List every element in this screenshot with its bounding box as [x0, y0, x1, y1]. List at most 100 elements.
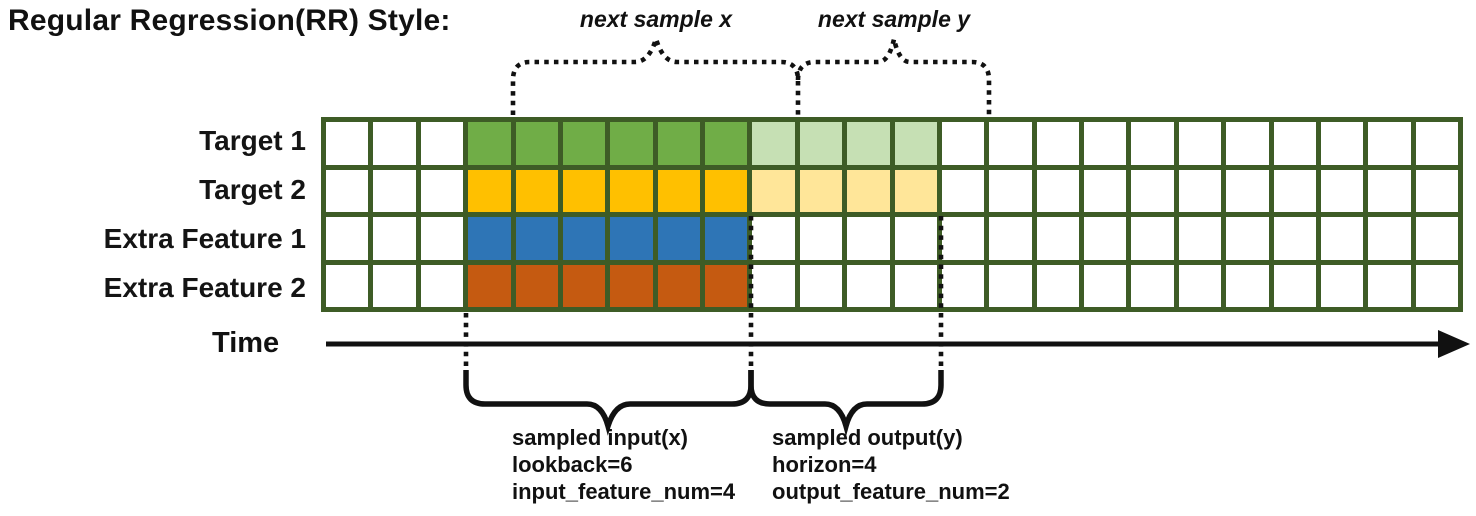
grid-cell — [1084, 169, 1127, 212]
grid-cell — [326, 264, 369, 307]
grid-cell — [1131, 122, 1174, 165]
grid-cell — [705, 122, 748, 165]
lookback-value: lookback=6 — [512, 452, 633, 477]
grid-cell — [894, 217, 937, 260]
grid-cell — [989, 217, 1032, 260]
grid-cell — [989, 169, 1032, 212]
page-title: Regular Regression(RR) Style: — [8, 4, 451, 37]
grid-cell — [1273, 264, 1316, 307]
grid-cell — [1415, 217, 1458, 260]
grid-cell — [1178, 217, 1222, 260]
row-label: Target 1 — [199, 125, 306, 157]
grid-cell — [1036, 169, 1079, 212]
input-feature-num-value: input_feature_num=4 — [512, 479, 736, 504]
grid-cell — [562, 122, 606, 165]
grid-cell — [1131, 169, 1174, 212]
horizon-value: horizon=4 — [772, 452, 877, 477]
grid-cell — [705, 217, 748, 260]
row-label: Extra Feature 1 — [103, 222, 306, 254]
sampled-output-brace — [748, 370, 944, 437]
time-axis-label: Time — [212, 327, 280, 359]
grid-cell — [1178, 264, 1222, 307]
grid-cell — [1320, 169, 1364, 212]
grid-cell — [610, 169, 653, 212]
row-labels: Target 1 Target 2 Extra Feature 1 Extra Fea… — [0, 117, 306, 312]
grid-cell — [894, 122, 937, 165]
row-label: Extra Feature 2 — [103, 271, 306, 303]
next-sample-x-brace — [510, 31, 801, 115]
grid-cell — [941, 122, 985, 165]
grid-cell — [941, 169, 985, 212]
sample-grid — [321, 117, 1463, 312]
grid-cell — [515, 264, 558, 307]
grid-cell — [515, 217, 558, 260]
grid-cell — [705, 169, 748, 212]
grid-cell — [373, 217, 416, 260]
grid-cell — [1036, 122, 1079, 165]
row-label: Target 2 — [199, 174, 306, 206]
grid-cell — [610, 217, 653, 260]
grid-cell — [799, 264, 843, 307]
next-sample-y-label: next sample y — [817, 6, 971, 32]
grid-cell — [1131, 264, 1174, 307]
grid-cell — [799, 169, 843, 212]
grid-cell — [1368, 122, 1411, 165]
grid-cell — [468, 169, 511, 212]
grid-cell — [1178, 122, 1222, 165]
grid-cell — [1273, 169, 1316, 212]
grid-cell — [799, 217, 843, 260]
grid-cell — [894, 264, 937, 307]
next-sample-x-label: next sample x — [579, 6, 733, 32]
grid-cell — [705, 264, 748, 307]
grid-cell — [1084, 217, 1127, 260]
grid-cell — [989, 122, 1032, 165]
grid-cell — [1226, 122, 1269, 165]
grid-cell — [752, 169, 795, 212]
grid-cell — [752, 122, 795, 165]
grid-cell — [1320, 217, 1364, 260]
grid-cell — [1226, 169, 1269, 212]
grid-cell — [1415, 264, 1458, 307]
grid-cell — [657, 264, 700, 307]
grid-cell — [894, 169, 937, 212]
grid-cell — [847, 169, 890, 212]
grid-cell — [941, 264, 985, 307]
grid-cell — [1368, 217, 1411, 260]
grid-cell — [326, 169, 369, 212]
grid-cell — [1368, 264, 1411, 307]
grid-cell — [420, 217, 464, 260]
grid-cell — [326, 122, 369, 165]
sampled-input-brace — [463, 370, 754, 436]
grid-cell — [1226, 264, 1269, 307]
grid-cell — [847, 264, 890, 307]
next-sample-y-brace — [795, 38, 992, 115]
sampled-input-text: sampled input(x) lookback=6 input_featur… — [512, 424, 735, 505]
grid-cell — [1415, 122, 1458, 165]
grid-cell — [752, 264, 795, 307]
grid-cell — [941, 217, 985, 260]
grid-cell — [515, 122, 558, 165]
grid-cell — [847, 122, 890, 165]
grid-cell — [1084, 264, 1127, 307]
grid-cell — [1320, 122, 1364, 165]
grid-cell — [1131, 217, 1174, 260]
grid-cell — [657, 122, 700, 165]
grid-cell — [1273, 122, 1316, 165]
grid-cell — [1036, 264, 1079, 307]
grid-cell — [562, 264, 606, 307]
grid-cell — [468, 264, 511, 307]
grid-cell — [1368, 169, 1411, 212]
grid-cell — [562, 217, 606, 260]
grid-cell — [420, 122, 464, 165]
grid-cell — [562, 169, 606, 212]
output-feature-num-value: output_feature_num=2 — [772, 479, 1010, 504]
grid-cell — [515, 169, 558, 212]
grid-cell — [1320, 264, 1364, 307]
grid-cell — [1178, 169, 1222, 212]
grid-cell — [420, 264, 464, 307]
grid-cell — [1226, 217, 1269, 260]
grid-cell — [468, 217, 511, 260]
grid-cell — [1415, 169, 1458, 212]
grid-cell — [420, 169, 464, 212]
